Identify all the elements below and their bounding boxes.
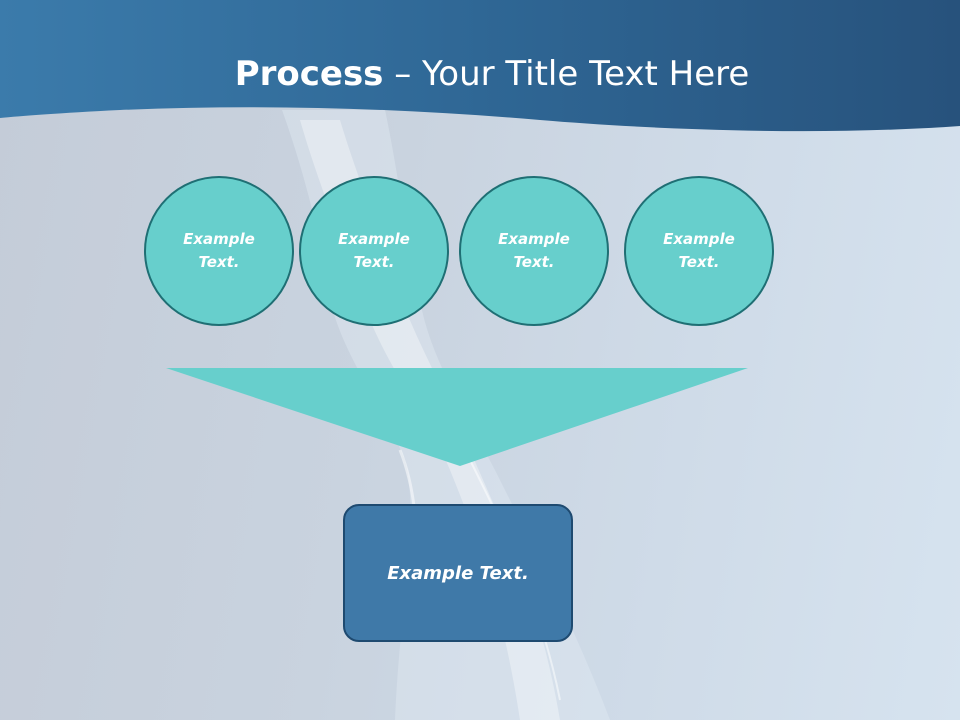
result-text: Example Text.	[387, 563, 529, 584]
result-box: Example Text.	[343, 504, 573, 642]
